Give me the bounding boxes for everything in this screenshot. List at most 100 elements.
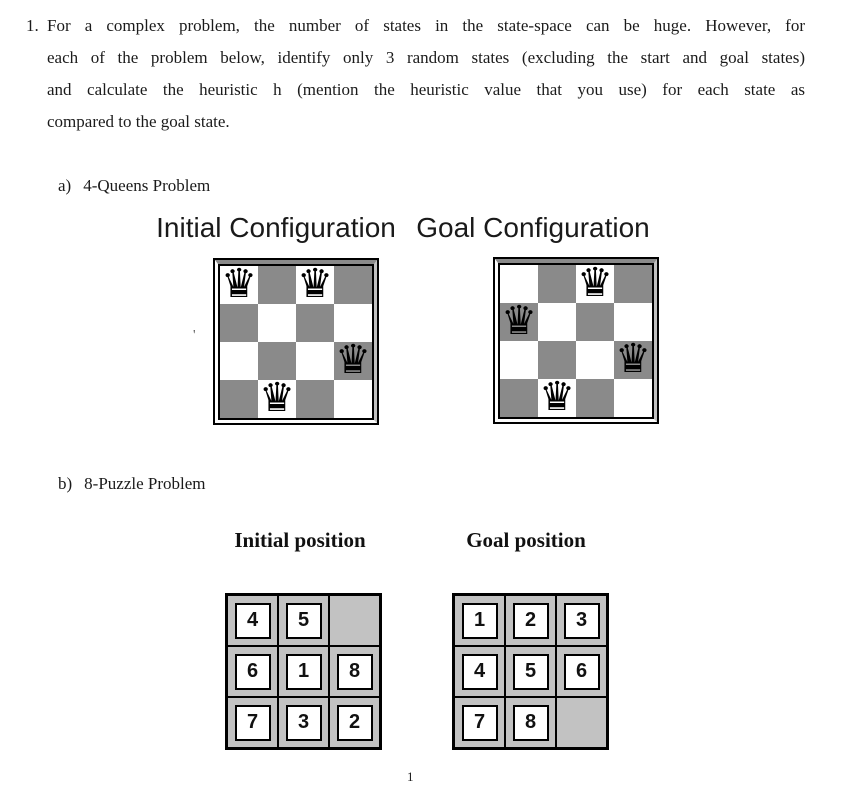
initial-queens-board: ♛♛♛♛	[213, 258, 379, 425]
board-cell: ♛	[614, 336, 652, 382]
question-text: For a complex problem, the number of sta…	[47, 10, 805, 138]
board-cell: ♛	[220, 261, 258, 307]
puzzle-tile: 3	[563, 602, 600, 639]
puzzle-tile: 4	[234, 602, 271, 639]
board-cell	[220, 304, 258, 342]
initial-configuration-heading: Initial Configuration	[156, 212, 396, 243]
board-squares: ♛♛♛♛	[498, 263, 654, 419]
puzzle-cell: 4	[228, 596, 277, 645]
board-cell	[614, 303, 652, 341]
board-cell	[576, 303, 614, 341]
queen-icon: ♛	[577, 260, 613, 306]
board-cell	[296, 380, 334, 418]
board-frame: ♛♛♛♛	[495, 259, 657, 422]
board-cell	[220, 380, 258, 418]
question-line-3: and calculate the heuristic h (mention t…	[47, 80, 805, 99]
puzzle-tile: 8	[512, 704, 549, 741]
puzzle-tile: 5	[512, 653, 549, 690]
part-b-label: b)	[58, 474, 73, 493]
board-cell: ♛	[538, 374, 576, 420]
board-cell	[258, 304, 296, 342]
board-cell	[296, 304, 334, 342]
puzzle-cell: 7	[228, 698, 277, 747]
stray-mark: '	[193, 328, 196, 343]
part-a-label: a)	[58, 176, 72, 195]
board-cell	[296, 342, 334, 380]
puzzle-tile: 7	[461, 704, 498, 741]
board-cell	[538, 341, 576, 379]
puzzle-cell: 8	[330, 647, 379, 696]
puzzle-cell: 2	[330, 698, 379, 747]
puzzle-tile: 6	[563, 653, 600, 690]
part-b-title: 8-Puzzle Problem	[84, 474, 206, 493]
board-cell	[334, 304, 372, 342]
puzzle-cell: 3	[279, 698, 328, 747]
puzzle-tile: 3	[285, 704, 322, 741]
puzzle-tile: 4	[461, 653, 498, 690]
board-cell	[258, 342, 296, 380]
part-a-heading: a) 4-Queens Problem	[58, 175, 210, 197]
puzzle-blank-cell	[557, 698, 606, 747]
board-cell: ♛	[576, 260, 614, 306]
puzzle-cell: 4	[455, 647, 504, 696]
board-cell	[334, 380, 372, 418]
puzzle-cell: 6	[228, 647, 277, 696]
puzzle-tile: 6	[234, 653, 271, 690]
question-line-2: each of the problem below, identify only…	[47, 48, 805, 67]
board-cell	[500, 341, 538, 379]
board-cell	[576, 341, 614, 379]
page-number: 1	[407, 769, 414, 784]
puzzle-cell: 5	[506, 647, 555, 696]
puzzle-cell: 5	[279, 596, 328, 645]
puzzle-cell: 7	[455, 698, 504, 747]
queen-icon: ♛	[335, 337, 371, 383]
puzzle-cell: 8	[506, 698, 555, 747]
board-cell: ♛	[334, 337, 372, 383]
board-cell	[334, 266, 372, 304]
goal-position-heading: Goal position	[466, 528, 586, 552]
board-cell	[500, 265, 538, 303]
puzzle-tile: 7	[234, 704, 271, 741]
goal-queens-board: ♛♛♛♛	[493, 257, 659, 424]
board-cell: ♛	[258, 375, 296, 421]
puzzle-tile: 2	[512, 602, 549, 639]
question-line-4: compared to the goal state.	[47, 112, 230, 131]
puzzle-cell: 6	[557, 647, 606, 696]
queen-icon: ♛	[221, 261, 257, 307]
puzzle-tile: 2	[336, 704, 373, 741]
puzzle-blank-cell	[330, 596, 379, 645]
part-b-heading: b) 8-Puzzle Problem	[58, 473, 206, 495]
queen-icon: ♛	[297, 261, 333, 307]
queen-icon: ♛	[615, 336, 651, 382]
board-cell	[220, 342, 258, 380]
initial-position-heading: Initial position	[234, 528, 366, 552]
question-number: 1.	[26, 16, 39, 35]
queen-icon: ♛	[501, 298, 537, 344]
board-squares: ♛♛♛♛	[218, 264, 374, 420]
board-cell	[500, 379, 538, 417]
puzzle-tile: 1	[461, 602, 498, 639]
board-cell: ♛	[500, 298, 538, 344]
part-a-title: 4-Queens Problem	[83, 176, 211, 195]
puzzle-cell: 1	[455, 596, 504, 645]
puzzle-cell: 1	[279, 647, 328, 696]
goal-configuration-heading: Goal Configuration	[416, 212, 650, 243]
question-line-1: For a complex problem, the number of sta…	[47, 16, 805, 35]
queen-icon: ♛	[259, 375, 295, 421]
board-cell	[614, 379, 652, 417]
puzzle-tile: 1	[285, 653, 322, 690]
board-cell	[538, 303, 576, 341]
board-cell	[258, 266, 296, 304]
puzzle-tile: 8	[336, 653, 373, 690]
puzzle-tile: 5	[285, 602, 322, 639]
board-cell: ♛	[296, 261, 334, 307]
puzzle-cell: 2	[506, 596, 555, 645]
board-cell	[538, 265, 576, 303]
puzzle-cell: 3	[557, 596, 606, 645]
queen-icon: ♛	[539, 374, 575, 420]
board-cell	[576, 379, 614, 417]
board-cell	[614, 265, 652, 303]
